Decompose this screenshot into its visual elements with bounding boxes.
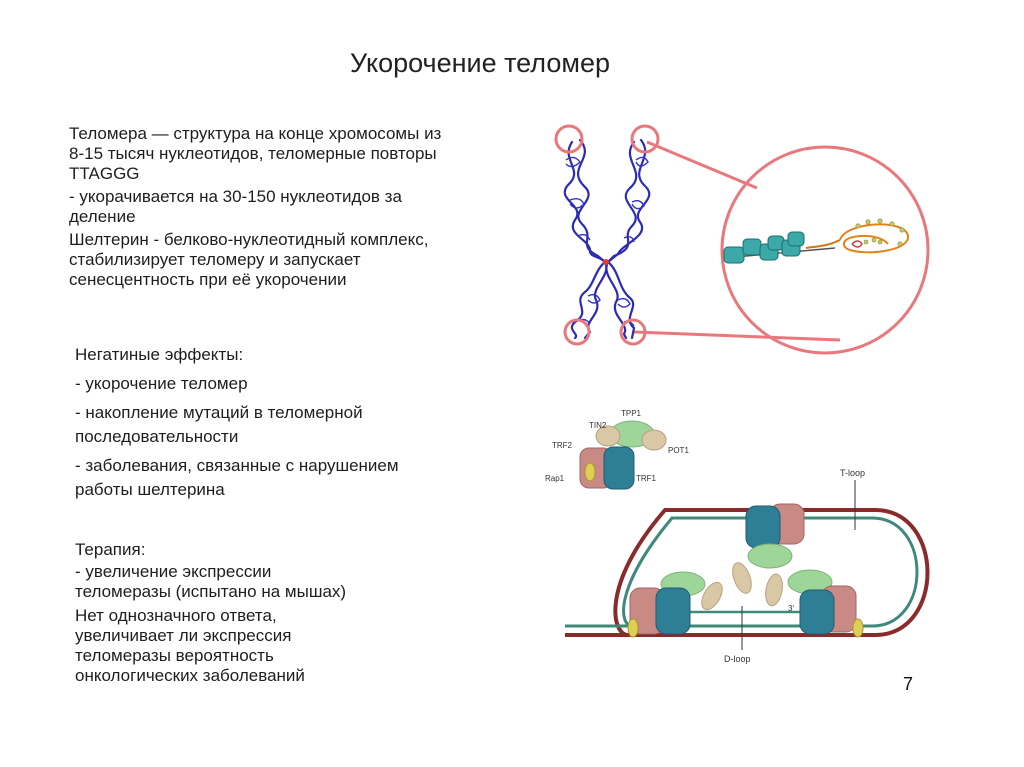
slide-title: Укорочение теломер (350, 48, 610, 78)
intro-line: Теломера — структура на конце хромосомы … (69, 124, 442, 143)
intro-line: сенесцентность при её укорочении (69, 270, 347, 289)
protein-complex-left (627, 571, 723, 638)
intro-line: - укорачивается на 30-150 нуклеотидов за (69, 187, 402, 206)
intro-line: Шелтерин - белково-нуклеотидный комплекс… (69, 230, 429, 249)
telomere-t-loop-mini (839, 223, 909, 254)
telomere-circle-bottom-left (563, 318, 591, 346)
intro-line: 8-15 тысяч нуклеотидов, теломерные повто… (69, 144, 437, 163)
zoom-line-top (646, 140, 758, 190)
therapy-block: Терапия: - увеличение экспрессии теломер… (75, 540, 515, 686)
telomere-circle-bottom-right (619, 318, 647, 346)
label-trf1: TRF1 (636, 474, 657, 483)
negative-effects-block: Негатиные эффекты: - укорочение теломер … (75, 343, 495, 507)
therapy-line: - увеличение экспрессии (75, 562, 272, 581)
label-rap1: Rap1 (545, 474, 565, 483)
zoom-circle (720, 145, 930, 355)
negative-item: - заболевания, связанные с нарушением (75, 456, 399, 475)
telomere-circle-top-right (630, 124, 660, 154)
page-number: 7 (903, 674, 914, 694)
intro-line: стабилизирует теломеру и запускает (69, 250, 361, 269)
chromosome-texture (565, 156, 649, 327)
negative-item: последовательности (75, 427, 239, 446)
therapy-line: Нет однозначного ответа, (75, 606, 277, 625)
intro-text-block: Теломера — структура на конце хромосомы … (69, 124, 529, 290)
therapy-line: увеличивает ли экспрессия (75, 626, 292, 645)
label-pot1: POT1 (668, 446, 689, 455)
negative-item: - укорочение теломер (75, 374, 248, 393)
protein-complex-top (732, 503, 805, 607)
chromosome (563, 138, 651, 340)
negative-item: работы шелтерина (75, 480, 225, 499)
therapy-line: теломеразы (испытано на мышах) (75, 582, 347, 601)
label-d-loop: D-loop (724, 654, 751, 664)
telomere-circle-top-left (554, 124, 584, 154)
label-three-prime: 3' (788, 604, 794, 613)
therapy-line: теломеразы вероятность (75, 646, 274, 665)
intro-line: TTAGGG (69, 164, 140, 183)
negative-heading: Негатиные эффекты: (75, 345, 244, 364)
label-tpp1: TPP1 (621, 409, 642, 418)
label-trf2: TRF2 (552, 441, 573, 450)
nucleosome-array (723, 218, 909, 264)
zoom-line-bottom (633, 330, 841, 342)
shelterin-complex (579, 420, 667, 490)
dna-strands (565, 508, 930, 637)
intro-line: деление (69, 207, 136, 226)
protein-complex-right (787, 569, 864, 638)
label-t-loop: T-loop (840, 468, 865, 478)
centromere (603, 259, 609, 265)
negative-item: - накопление мутаций в теломерной (75, 403, 363, 422)
therapy-heading: Терапия: (75, 540, 146, 559)
therapy-line: онкологических заболеваний (75, 666, 305, 685)
label-tin2: TIN2 (589, 421, 607, 430)
